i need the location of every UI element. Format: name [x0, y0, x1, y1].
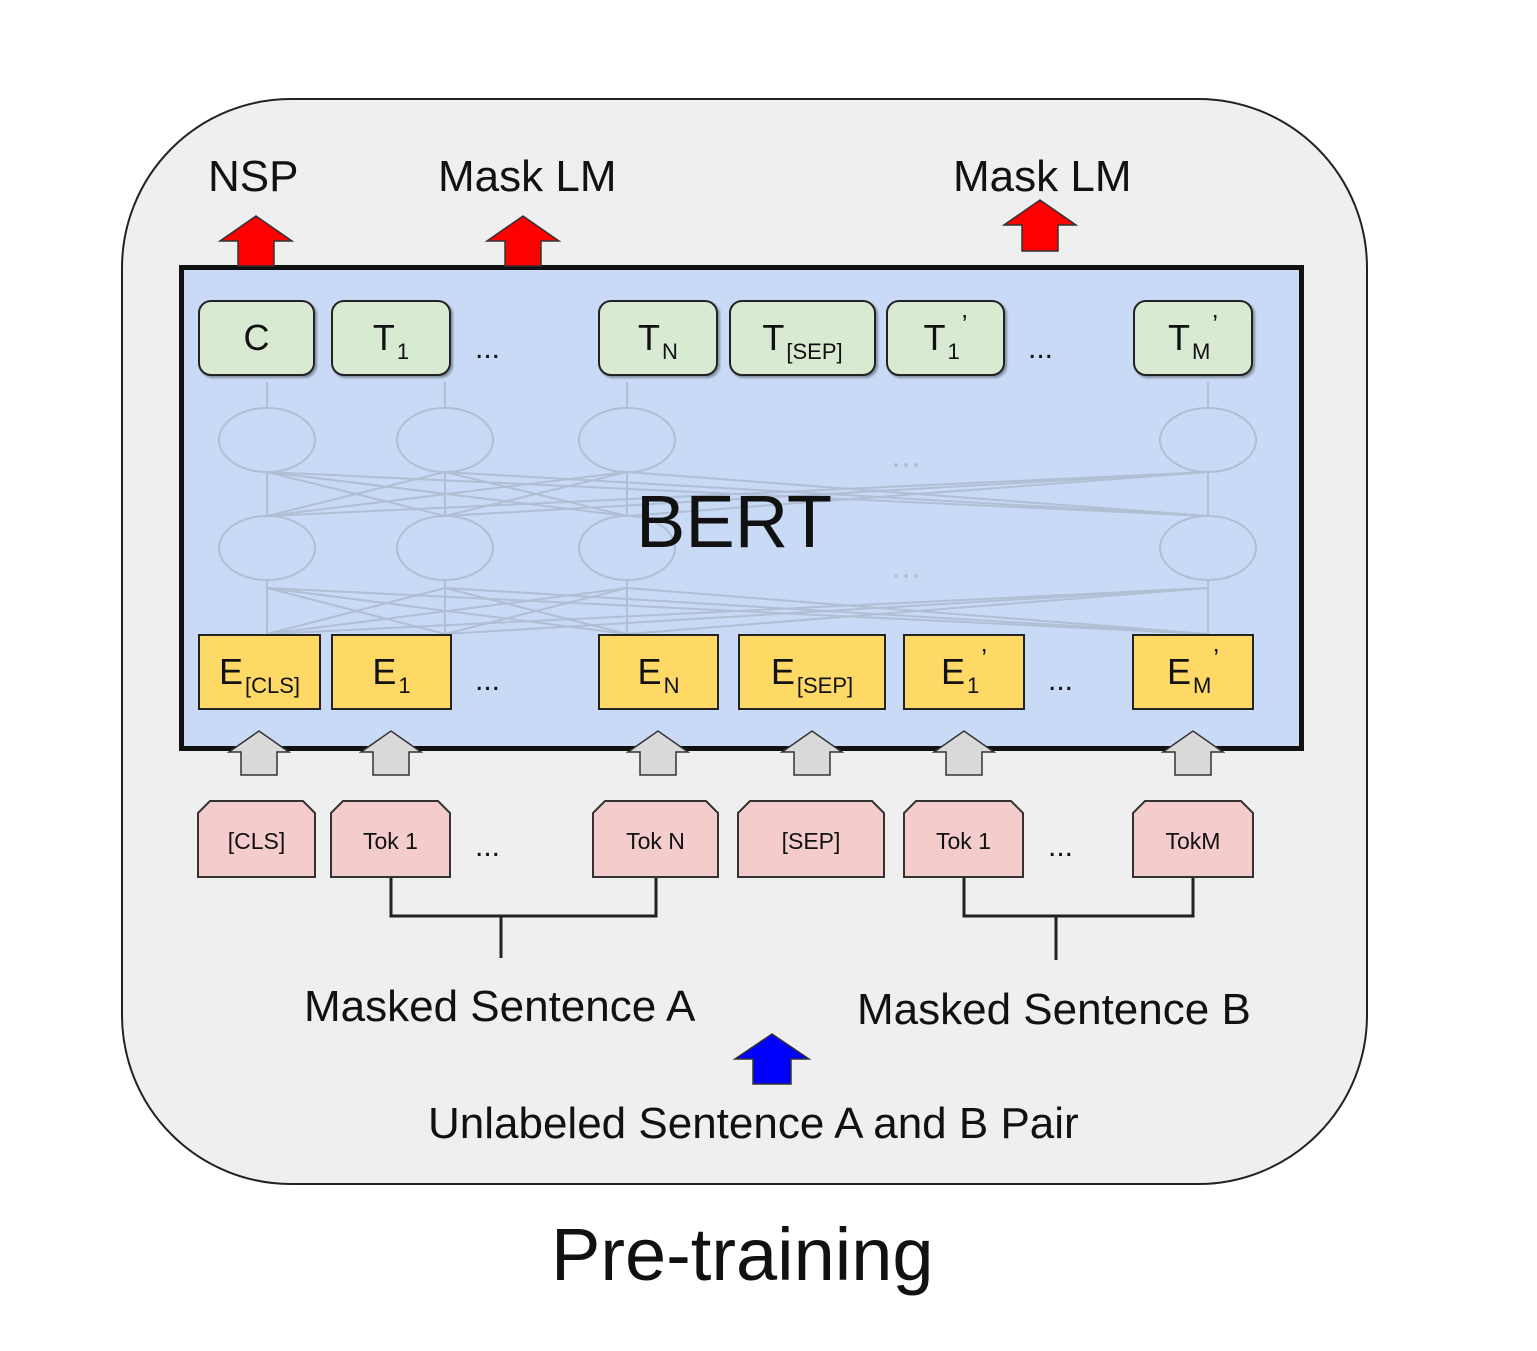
nsp-output-arrow: [217, 215, 295, 267]
embed-arrow-4: [779, 730, 845, 776]
pretraining-caption: Pre-training: [551, 1213, 934, 1296]
output-box-main: T: [372, 317, 395, 358]
sentence-b-label: Masked Sentence B: [857, 985, 1251, 1034]
output-box-subscript: M: [1191, 339, 1211, 364]
token-tok1-b: Tok 1: [903, 800, 1024, 878]
token-shape: [197, 800, 316, 878]
embed-arrow-6: [1160, 730, 1226, 776]
output-box-subscript: 1: [947, 339, 960, 364]
embedding-box-prime: ’: [981, 642, 988, 673]
token-shape: [737, 800, 885, 878]
mask-lm-label-2: Mask LM: [953, 152, 1132, 201]
bert-label: BERT: [636, 480, 833, 563]
embedding-box-subscript: M: [1192, 673, 1212, 698]
output-ellipsis-2: ...: [1028, 332, 1054, 365]
embed-arrow-3: [625, 730, 691, 776]
embedding-box-main: E: [940, 651, 965, 692]
input-arrow: [732, 1033, 812, 1085]
output-box-main: T: [923, 317, 946, 358]
output-box-prime: ’: [961, 308, 968, 339]
output-box-prime: ’: [1212, 308, 1219, 339]
output-box-c: C: [198, 300, 315, 376]
token-sep: [SEP]: [737, 800, 885, 878]
sentence-b-bracket: [962, 878, 1195, 960]
token-cls: [CLS]: [197, 800, 316, 878]
token-label: Tok 1: [363, 828, 418, 854]
output-box-tsep: T[SEP]: [729, 300, 876, 376]
output-box-main: T: [638, 317, 661, 358]
embedding-box-main: E: [1166, 651, 1191, 692]
output-box-main: T: [1167, 317, 1190, 358]
embedding-box-sep: E[SEP]: [738, 634, 886, 710]
embed-arrow-1: [226, 730, 292, 776]
sentence-a-label: Masked Sentence A: [304, 982, 696, 1031]
embed-arrow-5: [931, 730, 997, 776]
output-box-subscript: [SEP]: [786, 339, 843, 364]
token-ellipsis-2: ...: [1048, 830, 1074, 863]
output-box-main: T: [762, 317, 785, 358]
token-shape: [330, 800, 451, 878]
token-tokm: TokM: [1132, 800, 1254, 878]
embedding-box-main: E: [770, 651, 795, 692]
output-box-subscript: 1: [396, 339, 410, 364]
output-ellipsis-1: ...: [475, 332, 501, 365]
embedding-box-main: E: [372, 651, 397, 692]
transformer-network-sketch: [218, 382, 1257, 635]
embedding-box-main: E: [218, 651, 243, 692]
token-label: TokM: [1165, 828, 1221, 854]
embedding-ellipsis-2: ...: [1048, 664, 1074, 697]
token-label: Tok 1: [936, 828, 991, 854]
embedding-box-prime: ’: [1213, 642, 1220, 673]
mask-lm-output-arrow-1: [484, 215, 562, 267]
token-shape: [903, 800, 1024, 878]
token-label: [CLS]: [227, 828, 286, 854]
sentence-a-bracket: [389, 878, 658, 958]
token-tok1-a: Tok 1: [330, 800, 451, 878]
nsp-label: NSP: [208, 152, 299, 201]
token-label: [SEP]: [781, 828, 841, 854]
embedding-box-subscript: 1: [398, 673, 411, 698]
token-ellipsis-1: ...: [475, 830, 501, 863]
embedding-box-subscript: N: [663, 673, 680, 698]
embedding-box-subscript: [SEP]: [796, 673, 854, 698]
embed-arrow-2: [358, 730, 424, 776]
token-tokn: Tok N: [592, 800, 719, 878]
embedding-ellipsis-1: ...: [475, 664, 501, 697]
embedding-box-subscript: [CLS]: [244, 673, 301, 698]
output-box-main: C: [243, 317, 270, 358]
token-shape: [1132, 800, 1254, 878]
token-label: Tok N: [626, 828, 685, 854]
token-shape: [592, 800, 719, 878]
embedding-box-subscript: 1: [966, 673, 980, 698]
mask-lm-output-arrow-2: [1001, 199, 1079, 252]
embedding-box-main: E: [637, 651, 662, 692]
mask-lm-label-1: Mask LM: [438, 152, 617, 201]
output-box-subscript: N: [662, 339, 678, 364]
input-pair-label: Unlabeled Sentence A and B Pair: [428, 1099, 1079, 1148]
embedding-box-cls: E[CLS]: [198, 634, 321, 710]
